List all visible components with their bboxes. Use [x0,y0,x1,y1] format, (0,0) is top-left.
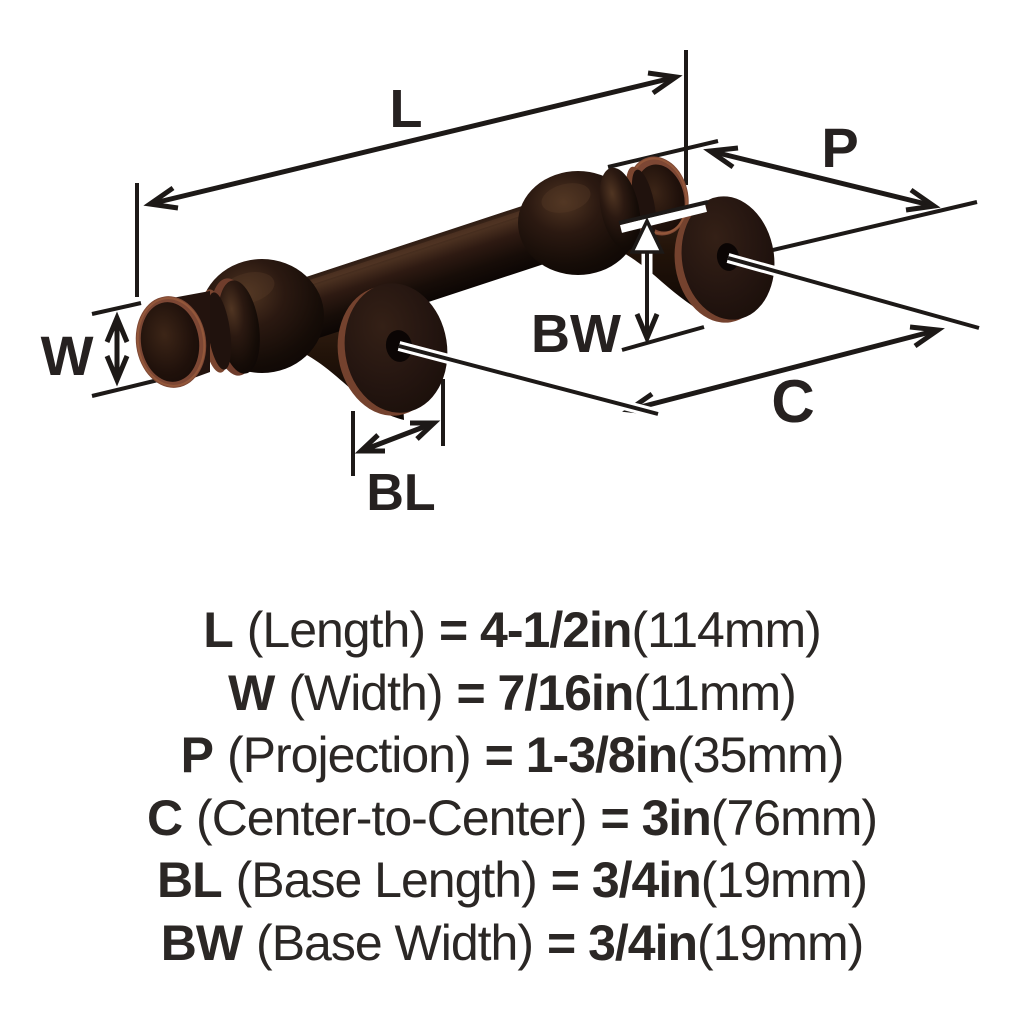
spec-label-p: P [180,727,214,783]
dimension-label-w: W [41,324,94,387]
spec-row-c: C(Center-to-Center)= 3in(76mm) [146,787,878,850]
spec-label-c: C [146,789,183,846]
dimension-bl: BL [354,420,441,522]
spec-value-w: = 7/16in [456,664,634,721]
spec-row-bw: BW(Base Width)= 3/4in(19mm) [160,912,865,975]
spec-label-bw: BW [160,914,243,971]
dimension-label-c: C [771,368,814,435]
spec-row-p: P(Projection)= 1-3/8in(35mm) [180,724,845,787]
left-end-cap-ring-highlight [136,297,206,387]
spec-value-c: = 3in [600,789,712,846]
right-knuckle-highlight [541,183,591,213]
spec-descriptor-p: (Projection) [227,727,472,783]
spec-metric-p: (35mm) [677,727,844,783]
w-bottom-tick [91,378,159,398]
spec-descriptor-c: (Center-to-Center) [196,789,587,846]
left-base-disc [337,283,448,416]
dimension-label-l: L [390,79,423,139]
bw-top-tick [618,200,709,225]
dimension-w: W [41,311,130,387]
bw-up-arrowhead [629,216,665,254]
spec-metric-w: (11mm) [633,664,797,721]
extension-lines [91,50,978,476]
left-hole-leader-line [398,344,659,416]
spec-row-w: W(Width)= 7/16in(11mm) [228,662,797,725]
pull-handle-illustration [135,156,775,420]
spec-table: L(Length)= 4-1/2in(114mm)W(Width)= 7/16i… [0,599,1024,974]
spec-metric-bw: (19mm) [697,914,864,971]
spec-row-bl: BL(Base Length)= 3/4in(19mm) [157,849,868,912]
dimension-l: L [143,70,683,211]
spec-metric-l: (114mm) [631,602,821,658]
p-back-leader-line [755,200,978,256]
bw-top-tick-casing [620,204,707,233]
spec-value-bw: = 3/4in [547,914,698,971]
left-collar [206,292,232,370]
bw-bottom-tick [621,325,705,352]
dimension-c: C [622,324,945,435]
spec-descriptor-bw: (Base Width) [256,914,534,971]
spec-metric-bl: (19mm) [700,852,868,908]
spec-label-l: L [203,602,234,658]
w-top-tick [91,301,142,316]
spec-descriptor-bl: (Base Length) [235,852,538,908]
dimension-bw: BW [531,200,709,364]
spec-descriptor-w: (Width) [288,664,443,721]
center-leader-lines [397,253,981,419]
spec-row-l: L(Length)= 4-1/2in(114mm) [203,599,822,662]
left-end-cap-face [140,302,200,382]
dimension-p: P [703,116,941,213]
right-hole-leader-line [727,256,980,330]
dimension-label-p: P [821,116,858,179]
spec-value-bl: = 3/4in [550,852,702,908]
dimension-label-bw: BW [531,304,621,364]
spec-label-bl: BL [157,852,223,908]
spec-label-w: W [228,664,275,721]
spec-value-l: = 4-1/2in [438,602,632,658]
spec-value-p: = 1-3/8in [484,727,678,783]
bw-down-arrowhead [634,313,660,345]
p-front-leader-line [607,139,719,169]
spec-descriptor-l: (Length) [246,602,426,658]
spec-metric-c: (76mm) [710,789,878,846]
dimension-label-bl: BL [366,464,435,522]
